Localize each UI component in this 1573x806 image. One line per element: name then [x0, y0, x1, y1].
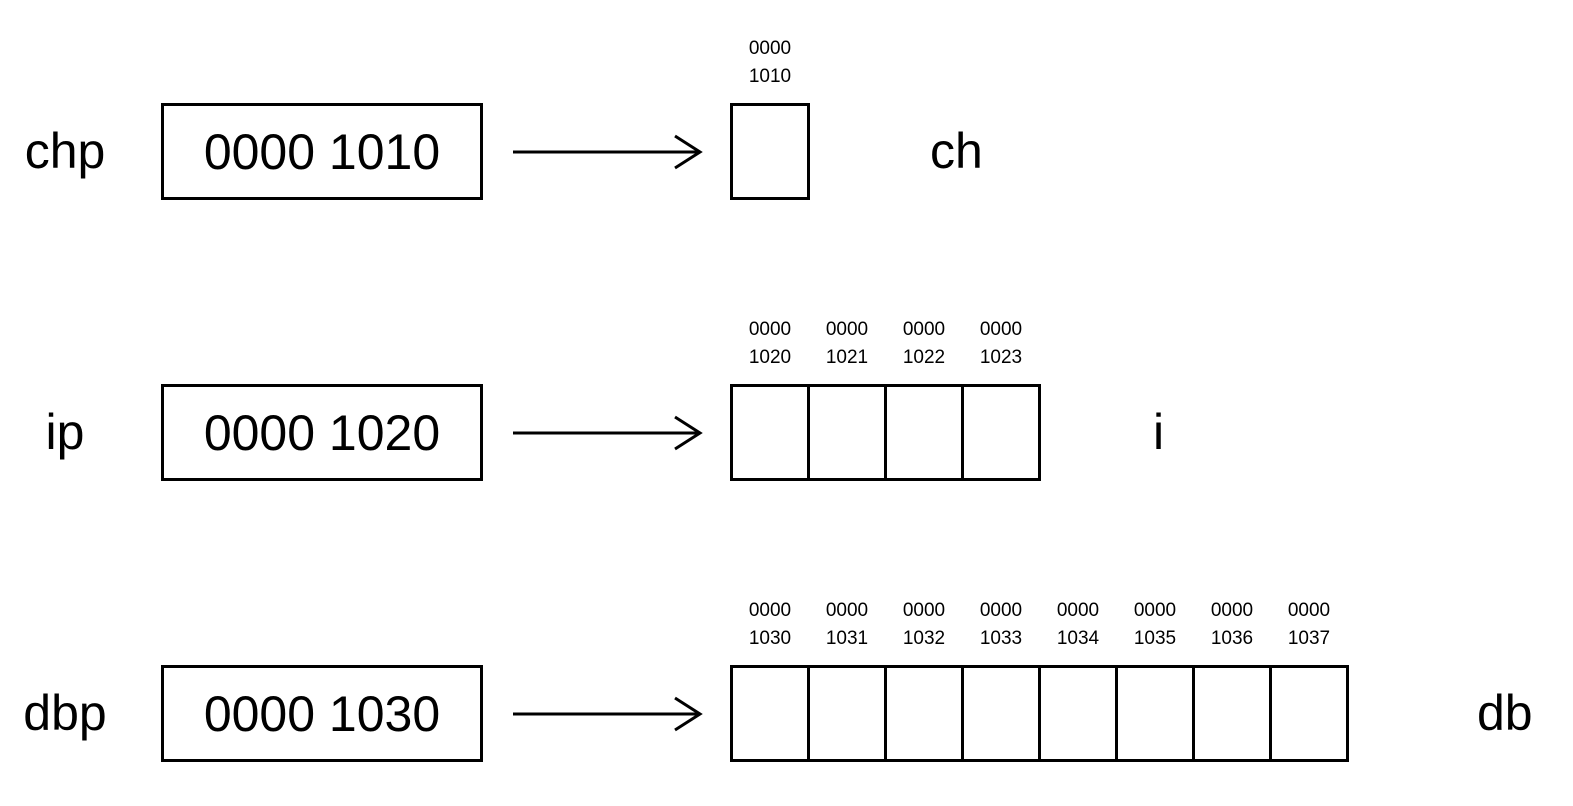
cell-address: 0000 1037	[1269, 597, 1349, 653]
cell-address-high: 0000	[825, 319, 869, 340]
pointer-arrow	[513, 696, 703, 732]
cell-address-low: 1037	[1287, 628, 1331, 649]
memory-cell: 0000 1021	[810, 319, 887, 478]
cell-address: 0000 1022	[884, 316, 964, 372]
memory-cell: 0000 1037	[1272, 600, 1346, 759]
cell-address-low: 1032	[902, 628, 946, 649]
cell-address-high: 0000	[748, 600, 792, 621]
cell-address-high: 0000	[748, 38, 792, 59]
cell-address-high: 0000	[1133, 600, 1177, 621]
cell-address-low: 1033	[979, 628, 1023, 649]
memory-block: 0000 1030 0000 1031 0000 1032 0000 1033	[730, 600, 1349, 762]
memory-cell: 0000 1020	[733, 319, 810, 478]
pointer-name: ip	[45, 404, 85, 460]
cell-address: 0000 1023	[961, 316, 1041, 372]
memory-cell: 0000 1022	[887, 319, 964, 478]
cell-address-low: 1021	[825, 347, 869, 368]
cell-address: 0000 1021	[807, 316, 887, 372]
cell-address: 0000 1031	[807, 597, 887, 653]
cell-address-high: 0000	[825, 600, 869, 621]
cell-address: 0000 1032	[884, 597, 964, 653]
cell-address-low: 1020	[748, 347, 792, 368]
pointer-name: chp	[24, 123, 106, 179]
pointer-value-box: 0000 1020	[161, 384, 483, 481]
cell-address-high: 0000	[979, 319, 1023, 340]
memory-cell: 0000 1032	[887, 600, 964, 759]
memory-block: 0000 1010	[730, 38, 810, 200]
memory-cell: 0000 1010	[733, 38, 807, 197]
memory-cell: 0000 1023	[964, 319, 1038, 478]
cell-address-low: 1035	[1133, 628, 1177, 649]
cell-address-high: 0000	[902, 600, 946, 621]
cell-address-low: 1023	[979, 347, 1023, 368]
pointer-value: 0000 1020	[203, 404, 441, 461]
cell-address: 0000 1036	[1192, 597, 1272, 653]
pointer-row-chp: chp 0000 1010 0000 1010 ch	[0, 0, 1573, 210]
cell-address-high: 0000	[902, 319, 946, 340]
cell-address: 0000 1010	[730, 35, 810, 91]
cell-address-high: 0000	[979, 600, 1023, 621]
memory-cell: 0000 1034	[1041, 600, 1118, 759]
cell-address: 0000 1030	[730, 597, 810, 653]
pointer-row-dbp: dbp 0000 1030 0000 1030 0000 1031 0000 1…	[0, 562, 1573, 772]
memory-block: 0000 1020 0000 1021 0000 1022 0000 1023	[730, 319, 1041, 481]
memory-cell: 0000 1031	[810, 600, 887, 759]
pointer-value-box: 0000 1010	[161, 103, 483, 200]
cell-address-low: 1022	[902, 347, 946, 368]
cell-address-high: 0000	[1287, 600, 1331, 621]
pointer-name: dbp	[23, 685, 107, 741]
memory-cell: 0000 1035	[1118, 600, 1195, 759]
pointer-value: 0000 1010	[203, 123, 441, 180]
cell-address: 0000 1033	[961, 597, 1041, 653]
pointer-arrow	[513, 134, 703, 170]
pointer-value: 0000 1030	[203, 685, 441, 742]
cell-address: 0000 1020	[730, 316, 810, 372]
cell-address-low: 1010	[748, 66, 792, 87]
target-variable-name: db	[1477, 685, 1533, 741]
memory-cell: 0000 1033	[964, 600, 1041, 759]
cell-address: 0000 1035	[1115, 597, 1195, 653]
cell-address-low: 1036	[1210, 628, 1254, 649]
memory-cell: 0000 1030	[733, 600, 810, 759]
cell-address-low: 1031	[825, 628, 869, 649]
cell-address-low: 1034	[1056, 628, 1100, 649]
cell-address-high: 0000	[748, 319, 792, 340]
pointer-arrow	[513, 415, 703, 451]
target-variable-name: i	[1153, 404, 1165, 460]
cell-address-high: 0000	[1056, 600, 1100, 621]
cell-address-low: 1030	[748, 628, 792, 649]
memory-cell: 0000 1036	[1195, 600, 1272, 759]
target-variable-name: ch	[930, 123, 983, 179]
cell-address-high: 0000	[1210, 600, 1254, 621]
pointer-row-ip: ip 0000 1020 0000 1020 0000 1021 0000 10…	[0, 281, 1573, 491]
cell-address: 0000 1034	[1038, 597, 1118, 653]
pointer-value-box: 0000 1030	[161, 665, 483, 762]
